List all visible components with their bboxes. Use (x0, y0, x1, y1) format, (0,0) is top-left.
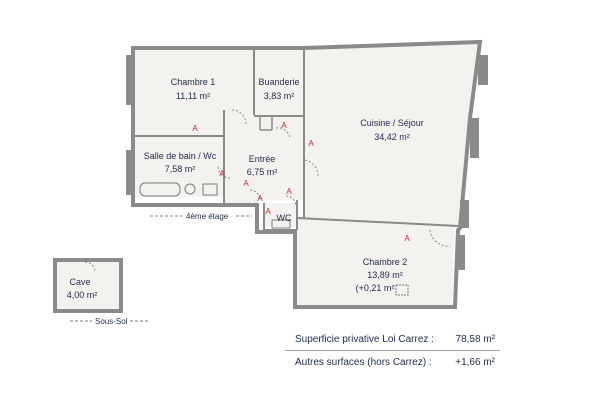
toilet-icon (184, 183, 196, 195)
marker-a: A (243, 179, 249, 188)
room-cave-name: Cave (69, 277, 90, 287)
outer-walls (53, 39, 488, 313)
floor-label-main: 4ème étage (186, 212, 229, 221)
cupboard-icon (395, 284, 409, 296)
marker-a: A (257, 194, 263, 203)
interior-walls (135, 48, 459, 231)
room-buanderie-area: 3,83 m² (264, 91, 295, 101)
room-chambre1-area: 11,11 m² (176, 91, 210, 101)
summary-other-row: Autres surfaces (hors Carrez) : +1,66 m² (295, 357, 495, 371)
floor-label-basement: Sous-Sol (95, 317, 128, 326)
marker-a: A (286, 187, 292, 196)
marker-a: A (219, 169, 225, 178)
room-buanderie-name: Buanderie (258, 77, 299, 87)
room-cave-area: 4,00 m² (67, 290, 98, 300)
summary-other-value: +1,66 m² (455, 357, 495, 368)
marker-a: A (265, 207, 271, 216)
room-entree-area: 6,75 m² (247, 167, 278, 177)
marker-a: A (308, 139, 314, 148)
room-chambre2-extra: (+0,21 m² (356, 283, 395, 293)
bathroom-fixtures (139, 182, 409, 296)
room-chambre2-name: Chambre 2 (363, 257, 408, 267)
floor-fills (57, 44, 478, 309)
room-chambre2-area: 13,89 m² (367, 270, 403, 280)
marker-a: A (281, 121, 287, 130)
door-swings (84, 109, 451, 273)
marker-a: A (404, 234, 410, 243)
room-sdb-name: Salle de bain / Wc (144, 151, 217, 161)
room-cuisine-area: 34,42 m² (374, 132, 410, 142)
summary-carrez-row: Superficie privative Loi Carrez : 78,58 … (295, 334, 495, 348)
room-wc-name: WC (277, 213, 292, 223)
room-chambre1-name: Chambre 1 (171, 77, 216, 87)
bathtub-icon (139, 182, 181, 197)
summary-other-label: Autres surfaces (hors Carrez) : (295, 357, 432, 368)
wc-toilet-icon (271, 219, 291, 229)
summary-carrez-label: Superficie privative Loi Carrez : (295, 334, 434, 345)
sink-icon (202, 183, 218, 196)
room-entree-name: Entrée (249, 154, 276, 164)
room-sdb-area: 7,58 m² (165, 164, 196, 174)
summary-carrez-value: 78,58 m² (455, 334, 495, 345)
marker-a: A (192, 124, 198, 133)
room-cuisine-name: Cuisine / Séjour (360, 118, 424, 128)
summary-divider (285, 350, 500, 351)
